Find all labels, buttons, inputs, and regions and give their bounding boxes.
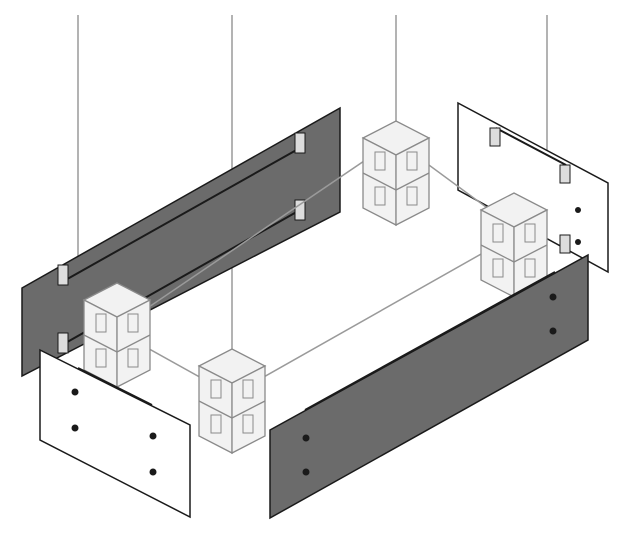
corner-block (197, 348, 267, 455)
front-left-end-panel (39, 348, 191, 519)
bracket (489, 127, 501, 147)
back-right-end-panel (457, 101, 609, 274)
bracket (294, 199, 306, 221)
corner-blocks (82, 120, 549, 455)
corner-block (479, 192, 549, 299)
bracket (559, 234, 571, 254)
corner-block (82, 282, 152, 389)
bracket (559, 164, 571, 184)
corner-block (361, 120, 431, 227)
back-left-side-panel (21, 106, 341, 378)
bracket (57, 332, 69, 354)
bracket (57, 264, 69, 286)
bracket (294, 132, 306, 154)
front-right-side-panel (269, 253, 589, 520)
